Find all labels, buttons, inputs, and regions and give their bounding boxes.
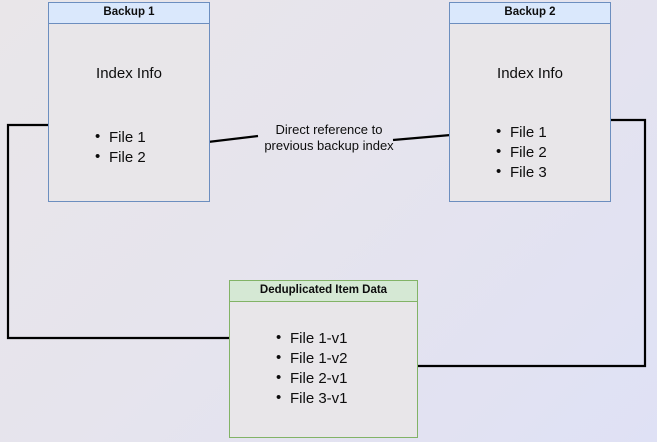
list-item: File 1-v1 [276, 328, 348, 349]
node-deduplicated-item-data[interactable]: Deduplicated Item Data File 1-v1 File 1-… [229, 280, 418, 438]
node-dedup-body: File 1-v1 File 1-v2 File 2-v1 File 3-v1 [230, 302, 417, 437]
edge-label-direct-reference: Direct reference to previous backup inde… [264, 122, 394, 153]
node-backup2-header: Backup 2 [450, 3, 610, 24]
node-backup2-body: Index Info File 1 File 2 File 3 [450, 24, 610, 201]
node-backup1[interactable]: Backup 1 Index Info File 1 File 2 [48, 2, 210, 202]
node-backup1-body: Index Info File 1 File 2 [49, 24, 209, 201]
node-backup2-section-label: Index Info [497, 65, 563, 82]
node-backup1-header: Backup 1 [49, 3, 209, 24]
list-item: File 1-v2 [276, 348, 348, 369]
list-item: File 1 [95, 127, 146, 148]
list-item: File 3-v1 [276, 388, 348, 409]
list-item: File 1 [496, 122, 547, 143]
list-item: File 3 [496, 162, 547, 183]
node-dedup-file-list: File 1-v1 File 1-v2 File 2-v1 File 3-v1 [276, 328, 348, 409]
list-item: File 2 [95, 147, 146, 168]
node-backup2[interactable]: Backup 2 Index Info File 1 File 2 File 3 [449, 2, 611, 202]
node-backup1-section-label: Index Info [96, 65, 162, 82]
node-backup1-file-list: File 1 File 2 [95, 127, 146, 168]
node-backup2-file-list: File 1 File 2 File 3 [496, 122, 547, 183]
list-item: File 2 [496, 142, 547, 163]
node-dedup-header: Deduplicated Item Data [230, 281, 417, 302]
list-item: File 2-v1 [276, 368, 348, 389]
